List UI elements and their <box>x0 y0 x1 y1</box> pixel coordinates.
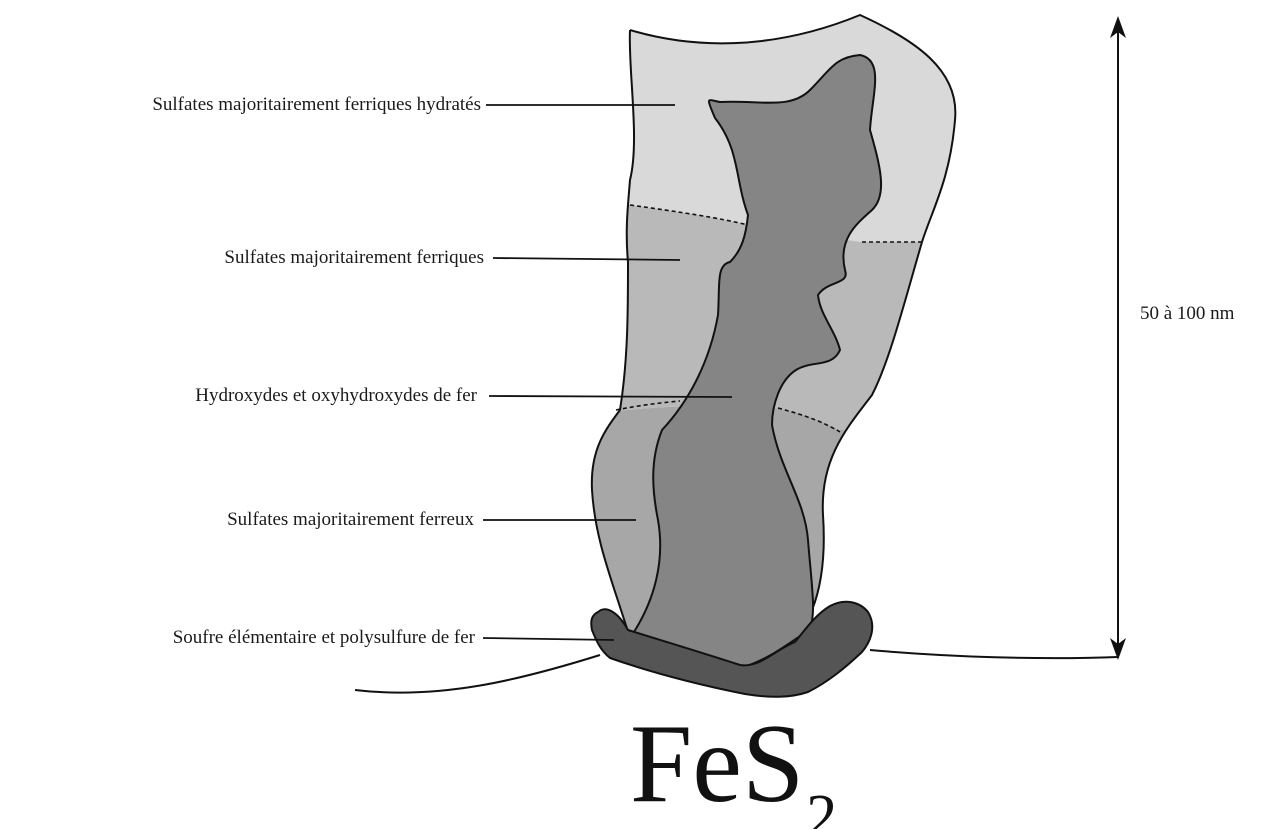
label-thickness: 50 à 100 nm <box>1140 303 1234 325</box>
leader-sulfur <box>483 638 614 640</box>
label-ferrous-sulfates: Sulfates majoritairement ferreux <box>227 509 474 531</box>
label-sulfur-polysulfide: Soufre élémentaire et polysulfure de fer <box>173 627 475 649</box>
label-ferric-sulfates: Sulfates majoritairement ferriques <box>224 247 484 269</box>
formula-main: FeS <box>630 702 804 826</box>
label-iron-hydroxides: Hydroxydes et oxyhydroxydes de fer <box>195 385 477 407</box>
substrate-formula: FeS2 <box>630 708 837 829</box>
leader-hydroxide <box>489 396 732 397</box>
label-hydrated-ferric-sulfates: Sulfates majoritairement ferriques hydra… <box>152 94 481 116</box>
formula-subscript: 2 <box>806 783 837 829</box>
